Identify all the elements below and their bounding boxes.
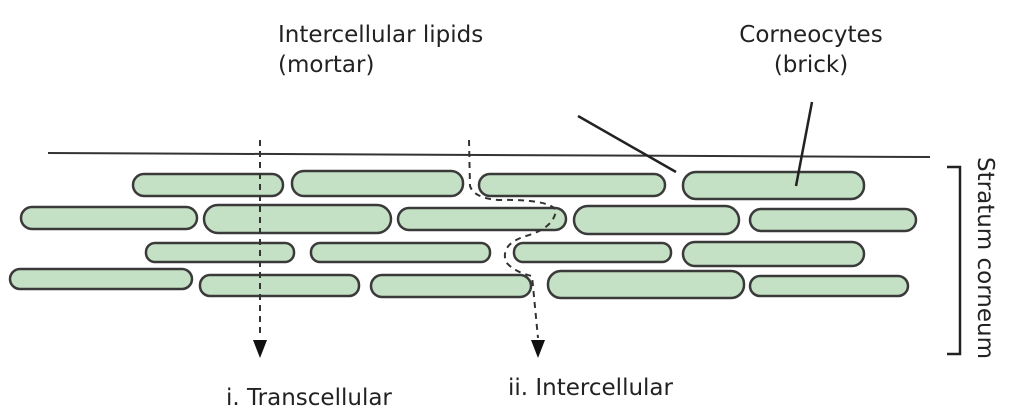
corneocyte-cell — [750, 209, 916, 231]
corneocyte-cell — [21, 207, 197, 229]
corneocyte-cell — [292, 171, 463, 196]
corneocyte-cell — [750, 276, 908, 296]
lipids-leader-line — [578, 116, 676, 172]
corneocyte-cell — [146, 243, 294, 262]
corneocyte-cell — [371, 275, 531, 297]
intercellular-path — [469, 140, 556, 338]
skin-surface-line — [48, 153, 930, 157]
stratum-corneum-label: Stratum corneum — [970, 157, 1000, 359]
corneocyte-cell — [683, 172, 864, 199]
corneocytes-label-line1: Corneocytes — [706, 20, 916, 50]
corneocyte-layer — [10, 171, 916, 298]
stratum-corneum-bracket — [947, 167, 960, 354]
corneocyte-cell — [398, 208, 566, 230]
corneocyte-cell — [683, 242, 864, 266]
corneocyte-cell — [204, 205, 391, 233]
corneocyte-cell — [548, 271, 744, 298]
corneocyte-cell — [574, 206, 739, 234]
intercellular-label: ii. Intercellular — [508, 373, 673, 403]
intercellular-lipids-label: Intercellular lipids (mortar) — [278, 20, 483, 80]
lipids-label-line2: (mortar) — [278, 50, 483, 80]
corneocytes-label: Corneocytes (brick) — [706, 20, 916, 80]
transcellular-label: i. Transcellular — [226, 383, 392, 413]
corneocyte-cell — [514, 243, 671, 262]
lipids-label-line1: Intercellular lipids — [278, 20, 483, 50]
intercellular-arrowhead — [531, 340, 545, 358]
corneocyte-cell — [10, 269, 192, 289]
corneocytes-label-line2: (brick) — [706, 50, 916, 80]
corneocyte-cell — [200, 275, 359, 296]
corneocyte-cell — [311, 243, 490, 262]
corneocyte-cell — [479, 174, 665, 196]
transcellular-arrowhead — [253, 340, 267, 358]
